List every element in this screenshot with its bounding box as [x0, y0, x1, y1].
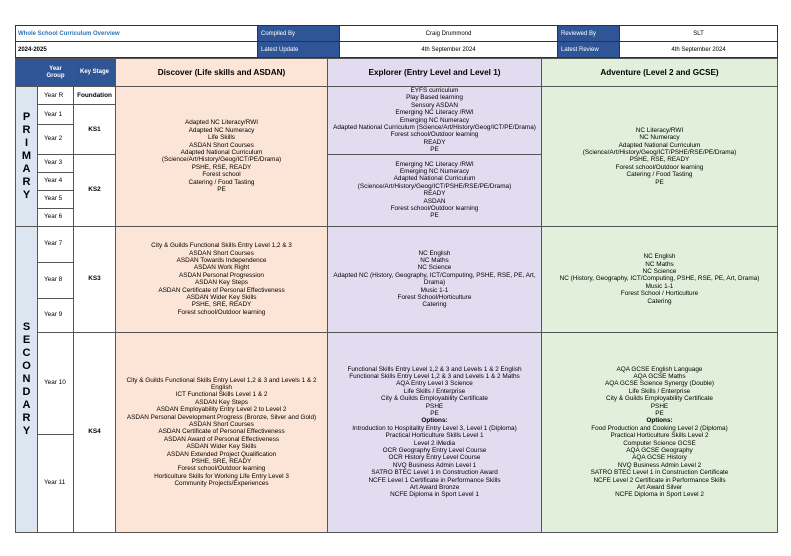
- discover-ks4: City & Guilds Functional Skills Entry Le…: [115, 331, 328, 533]
- year-group-header: Year Group: [37, 58, 74, 87]
- column-header-row: Year Group Key Stage Discover (Life skil…: [15, 58, 778, 87]
- year-6: Year 6: [37, 207, 74, 227]
- year-11: Year 11: [37, 433, 74, 533]
- ks4: KS4: [73, 331, 116, 533]
- explorer-ks4: Functional Skills Entry Level 1,2 & 3 an…: [327, 331, 542, 533]
- compiled-by-label: Compiled By: [257, 25, 340, 42]
- discover-ks3: City & Guilds Functional Skills Entry Le…: [115, 225, 328, 333]
- year-1: Year 1: [37, 104, 74, 125]
- reviewed-by-label: Reviewed By: [557, 25, 620, 42]
- key-stage-header: Key Stage: [73, 58, 116, 87]
- ks2: KS2: [73, 153, 116, 227]
- year-8: Year 8: [37, 261, 74, 299]
- latest-review-label: Latest Review: [557, 41, 620, 58]
- explorer-header: Explorer (Entry Level and Level 1): [327, 58, 542, 87]
- year-10: Year 10: [37, 331, 74, 435]
- page-year: 2024-2025: [15, 41, 258, 58]
- ks1: KS1: [73, 104, 116, 155]
- discover-header: Discover (Life skills and ASDAN): [115, 58, 328, 87]
- adventure-options-label: Options:: [646, 417, 673, 425]
- year-7: Year 7: [37, 225, 74, 263]
- latest-update-value: 4th September 2024: [339, 41, 558, 58]
- explorer-options-label: Options:: [421, 417, 448, 425]
- adventure-header: Adventure (Level 2 and GCSE): [541, 58, 778, 87]
- phase-header: [15, 58, 38, 87]
- year-3: Year 3: [37, 153, 74, 173]
- year-2: Year 2: [37, 123, 74, 155]
- year-9: Year 9: [37, 297, 74, 333]
- ks3: KS3: [73, 225, 116, 333]
- year-4: Year 4: [37, 171, 74, 191]
- ks-foundation: Foundation: [73, 86, 116, 105]
- compiled-by-value: Craig Drummond: [339, 25, 558, 42]
- year-r: Year R: [37, 86, 74, 105]
- latest-update-label: Latest Update: [257, 41, 340, 58]
- year-5: Year 5: [37, 189, 74, 209]
- page-title: Whole School Curriculum Overview: [15, 25, 258, 42]
- latest-review-value: 4th September 2024: [619, 41, 778, 58]
- reviewed-by-value: SLT: [619, 25, 778, 42]
- curriculum-sheet: Whole School Curriculum Overview Compile…: [15, 25, 778, 533]
- header-table: Whole School Curriculum Overview Compile…: [15, 25, 778, 58]
- curriculum-grid: Year Group Key Stage Discover (Life skil…: [15, 58, 778, 533]
